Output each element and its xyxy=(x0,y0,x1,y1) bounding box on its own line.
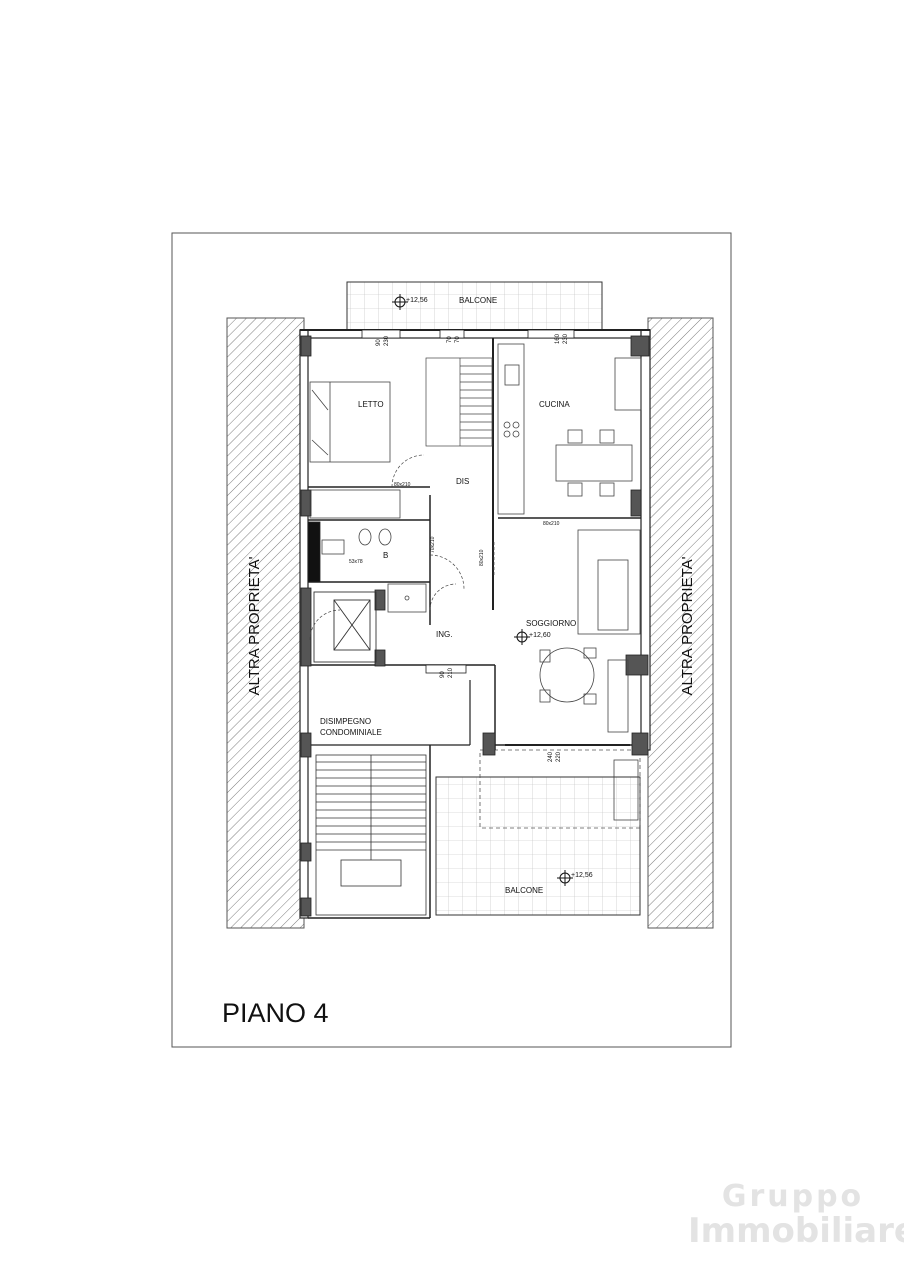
lift-shaft xyxy=(313,591,377,663)
level-marker-living xyxy=(514,629,530,645)
dim-door-soggiorno: 80x210 xyxy=(479,549,485,566)
windows xyxy=(361,329,575,674)
watermark-line2: Immobiliare xyxy=(688,1211,904,1251)
floor-title: PIANO 4 xyxy=(222,998,329,1028)
level-soggiorno: +12,60 xyxy=(529,632,551,639)
balcony-bottom-inner xyxy=(479,749,641,829)
level-balcony-bottom: +12,56 xyxy=(571,872,593,879)
level-marker-bottom xyxy=(557,870,573,886)
dim-door-letto: 80x210 xyxy=(394,482,411,488)
sheet-frame xyxy=(171,232,732,1048)
dim-entry-b: 210 xyxy=(448,667,454,678)
label-dis: DIS xyxy=(456,477,469,486)
dim-balcony-door-a: 240 xyxy=(548,751,554,762)
dim-letto-b: 230 xyxy=(384,335,390,346)
internal-stair xyxy=(425,357,493,447)
label-cucina: CUCINA xyxy=(539,400,570,409)
neighbor-label-left: ALTRA PROPRIETA' xyxy=(246,556,263,695)
balcony-top xyxy=(346,281,603,331)
neighbor-left-hatch xyxy=(226,317,305,929)
kitchen-furniture xyxy=(497,343,642,515)
dim-cucina-a: 160 xyxy=(555,333,561,344)
label-ingresso: ING. xyxy=(436,630,452,639)
label-disimpegno-1: DISIMPEGNO xyxy=(320,717,371,726)
dim-door-cucina: 80x210 xyxy=(543,521,560,527)
label-soggiorno: SOGGIORNO xyxy=(526,619,576,628)
dim-balcony-door-b: 220 xyxy=(556,751,562,762)
dim-cucina-b: 230 xyxy=(563,333,569,344)
bathroom-fixtures xyxy=(321,528,427,613)
label-letto: LETTO xyxy=(358,400,384,409)
watermark-line1: Gruppo xyxy=(721,1179,865,1214)
dim-letto-a: 90 xyxy=(376,339,382,346)
dim-door-bagno: 70x210 xyxy=(430,536,436,553)
staircase xyxy=(315,754,427,916)
neighbor-label-right: ALTRA PROPRIETA' xyxy=(679,556,696,695)
living-furniture xyxy=(539,529,641,821)
neighbor-right-hatch xyxy=(647,317,714,929)
label-balcone-bottom: BALCONE xyxy=(505,886,543,895)
bedroom-furniture xyxy=(309,381,401,519)
dim-window-bagno: 53x78 xyxy=(349,559,363,565)
dim-stair-b: 70 xyxy=(455,336,461,343)
level-balcony-top: +12,56 xyxy=(406,297,428,304)
doors xyxy=(309,454,495,641)
dim-entry-a: 90 xyxy=(440,671,446,678)
pillars xyxy=(300,335,650,917)
balcony-bottom xyxy=(435,776,641,916)
level-marker-top xyxy=(392,294,408,310)
label-bagno: B xyxy=(383,551,388,560)
watermark-logo: Gruppo Immobiliare xyxy=(688,1179,904,1251)
label-balcone-top: BALCONE xyxy=(459,296,497,305)
dim-stair-a: 70 xyxy=(447,336,453,343)
label-disimpegno-2: CONDOMINIALE xyxy=(320,728,382,737)
